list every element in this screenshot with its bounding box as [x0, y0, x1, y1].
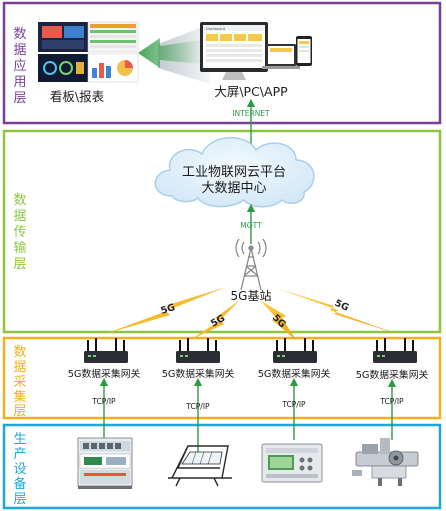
5g-bolt-2: 5G: [190, 300, 240, 340]
layer-char: 据: [13, 209, 26, 224]
dashboard-label: 看板\报表: [50, 89, 105, 104]
production-layer-label: 生 产 设 备 层: [13, 432, 26, 507]
layer-char: 设: [13, 462, 26, 477]
layer-char: 数: [13, 27, 26, 42]
dashboard-collage: [38, 21, 139, 83]
5g-bolt-1: 5G: [105, 287, 226, 334]
collection-layer-frame: [2, 336, 442, 420]
layer-char: 层: [13, 257, 26, 272]
gateway-label: 5G数据采集网关: [356, 368, 429, 381]
layer-char: 采: [13, 375, 26, 390]
tcpip-label: TCP/IP: [379, 397, 404, 406]
layer-char: 集: [13, 389, 26, 405]
production-layer-frame: [2, 423, 442, 510]
layer-char: 传: [13, 225, 26, 240]
layer-char: 层: [13, 404, 26, 419]
gateway-label: 5G数据采集网关: [258, 367, 331, 380]
layer-char: 输: [13, 240, 26, 256]
layer-char: 层: [13, 492, 26, 507]
gateway-device-icon: [84, 338, 128, 363]
layer-char: 据: [13, 43, 26, 58]
transport-layer-label: 数 据 传 输 层: [13, 193, 26, 272]
5g-label: 5G: [160, 302, 177, 317]
controller-box-machine-image: [261, 443, 323, 483]
application-layer-frame: [2, 1, 442, 125]
layer-char: 用: [13, 75, 26, 90]
collection-layer-label: 数 据 采 集 层: [13, 345, 26, 419]
screens-label: 大屏\PC\APP: [214, 84, 288, 99]
layer-char: 应: [13, 58, 26, 74]
gateway-device-icon: [373, 338, 417, 363]
cloud-subtitle: 大数据中心: [201, 181, 266, 196]
devices-illustration: Dashboard: [200, 22, 312, 80]
tcpip-label: TCP/IP: [281, 400, 306, 409]
tcpip-label: TCP/IP: [185, 402, 210, 411]
5g-bolt-3: 5G: [260, 300, 296, 340]
gateway-device-icon: [176, 338, 220, 363]
industrial-mechanism-machine-image: [352, 438, 419, 486]
application-layer-label: 数 据 应 用 层: [13, 27, 26, 106]
gateway-device-icon: [273, 338, 317, 363]
frame-rig-machine-image: [168, 445, 232, 487]
transport-layer-frame: [2, 129, 442, 334]
gateway-label: 5G数据采集网关: [162, 367, 235, 380]
5g-bolt-4: 5G: [276, 288, 398, 334]
layer-char: 备: [13, 476, 26, 492]
base-station-tower-icon: [235, 238, 267, 291]
monitor-header-text: Dashboard: [206, 27, 225, 31]
base-station-label: 5G基站: [231, 289, 272, 303]
cloud-title: 工业物联网云平台: [182, 165, 286, 180]
tcpip-label: TCP/IP: [91, 397, 116, 406]
internet-label: INTERNET: [232, 109, 270, 118]
layer-char: 层: [13, 91, 26, 106]
gateway-label: 5G数据采集网关: [68, 367, 141, 380]
layer-char: 生: [13, 432, 26, 447]
layer-char: 据: [13, 360, 26, 375]
cloud-shape: [154, 136, 315, 208]
layer-char: 数: [13, 193, 26, 208]
test-bench-machine-image: [77, 437, 133, 489]
mqtt-label: MQTT: [240, 221, 262, 230]
layer-char: 数: [13, 345, 26, 360]
data-beam-arrow: [138, 24, 210, 84]
layer-char: 产: [13, 447, 26, 462]
